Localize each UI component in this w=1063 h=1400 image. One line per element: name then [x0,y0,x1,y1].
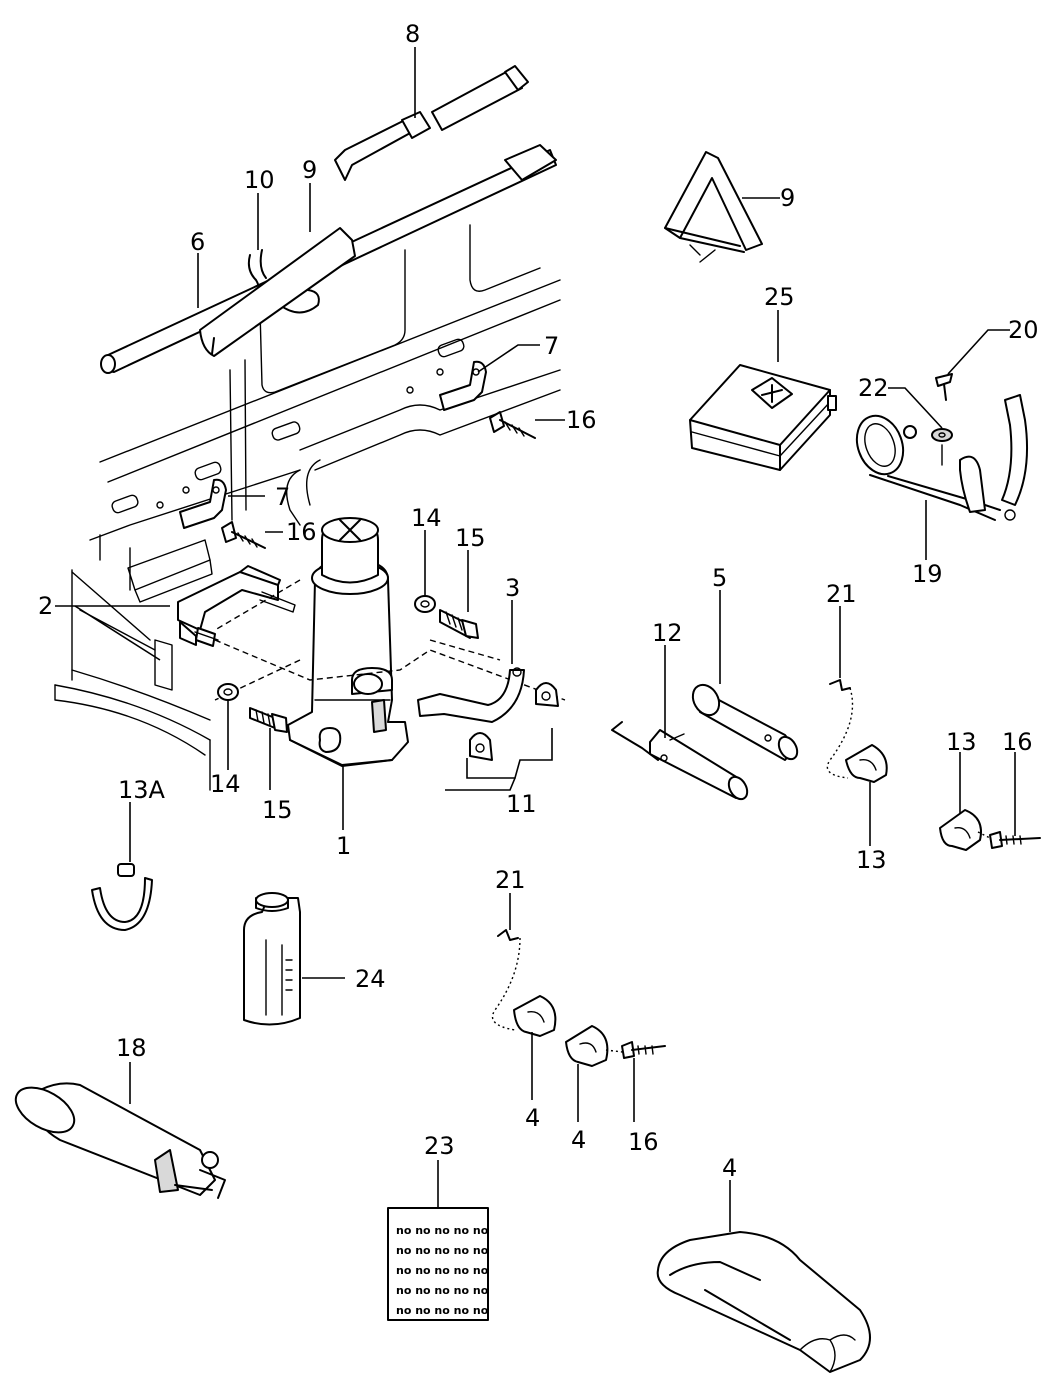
callout-13-upper: 13 [946,728,977,756]
part-16-screw-upper [489,411,536,439]
callout-9-triangle: 9 [780,184,795,212]
label-sheet-row-4: no no no no no [396,1284,489,1297]
part-11-wing-nuts [445,682,559,791]
part-21-clip-upper [826,679,854,779]
callout-11: 11 [506,790,537,818]
callout-10: 10 [244,166,275,194]
part-22-washer [931,428,953,442]
callout-21-upper: 21 [826,580,857,608]
part-24-fluid-bottle [243,892,302,1026]
part-21-clip-lower [491,929,521,1031]
callout-12: 12 [652,619,683,647]
part-13-holder-upper [845,744,888,783]
callout-9-pad: 9 [302,156,317,184]
callout-4-bag: 4 [722,1154,737,1182]
callout-6: 6 [190,228,205,256]
label-sheet-row-1: no no no no no [396,1224,489,1237]
label-sheet-row-5: no no no no no [396,1304,489,1317]
part-9-foam-pad [199,227,356,357]
callout-15-lower: 15 [262,796,293,824]
part-23-label-sheet: no no no no no no no no no no no no no n… [387,1207,489,1321]
callout-4-holder-b: 4 [571,1126,586,1154]
part-16-screw-right [977,831,1041,849]
part-7-bracket-lower [179,478,227,529]
callout-14-lower: 14 [210,770,241,798]
part-14-washer-lower [217,683,239,701]
callout-labels: 8 9 10 6 9 25 20 22 19 7 16 7 16 2 14 15… [38,20,1039,1182]
part-20-screw [935,373,953,401]
part-15-bolt-lower [249,707,288,733]
part-18-fire-extinguisher [14,1082,226,1199]
part-8-wheel-brace-extension [334,65,529,181]
callout-3: 3 [505,574,520,602]
callout-7-lower: 7 [275,483,290,511]
callout-15-upper: 15 [455,524,486,552]
part-25-first-aid-kit [689,364,837,471]
callout-7-upper: 7 [544,332,559,360]
part-1-hydraulic-jack [287,517,409,767]
part-4-holder-b [565,1025,609,1067]
callout-19: 19 [912,560,943,588]
part-4-tool-bag [656,1231,871,1373]
callout-4-holder-a: 4 [525,1104,540,1132]
part-14-washer-upper [414,595,436,613]
assembly-dashed-lines [214,579,566,701]
callout-23: 23 [424,1132,455,1160]
callout-21-lower: 21 [495,866,526,894]
label-sheet-row-3: no no no no no [396,1264,489,1277]
leader-lines [55,47,1016,1232]
callout-2: 2 [38,592,53,620]
part-16-screw-middle [605,1041,666,1059]
part-13-holder-lower [939,809,982,851]
part-5-jack-pin [691,683,799,761]
callout-5: 5 [712,564,727,592]
callout-18: 18 [116,1034,147,1062]
part-12-jack-handle [611,721,749,801]
callout-13-lower: 13 [856,846,887,874]
callout-8: 8 [405,20,420,48]
callout-22: 22 [858,374,889,402]
callout-1: 1 [336,832,351,860]
part-9-warning-triangle [664,151,763,263]
callout-16-upper: 16 [566,406,597,434]
callout-24: 24 [355,965,386,993]
label-sheet-row-2: no no no no no [396,1244,489,1257]
part-3-jack-strap [417,667,525,723]
part-19-extinguisher-holder [855,394,1029,521]
callout-16-right: 16 [1002,728,1033,756]
callout-16-middle: 16 [628,1128,659,1156]
callout-13A: 13A [118,776,166,804]
part-16-screw-lower [221,521,266,549]
part-4-holder-a [513,995,557,1037]
callout-14-upper: 14 [411,504,442,532]
callout-16-lower: 16 [286,518,317,546]
callout-25: 25 [764,283,795,311]
part-15-bolt-upper [439,609,479,639]
part-13A-strap [91,863,153,931]
callout-20: 20 [1008,316,1039,344]
part-7-bracket-upper [439,360,487,411]
part-2-jack-mount-bracket [177,565,296,647]
vehicle-body-panel [54,224,561,791]
